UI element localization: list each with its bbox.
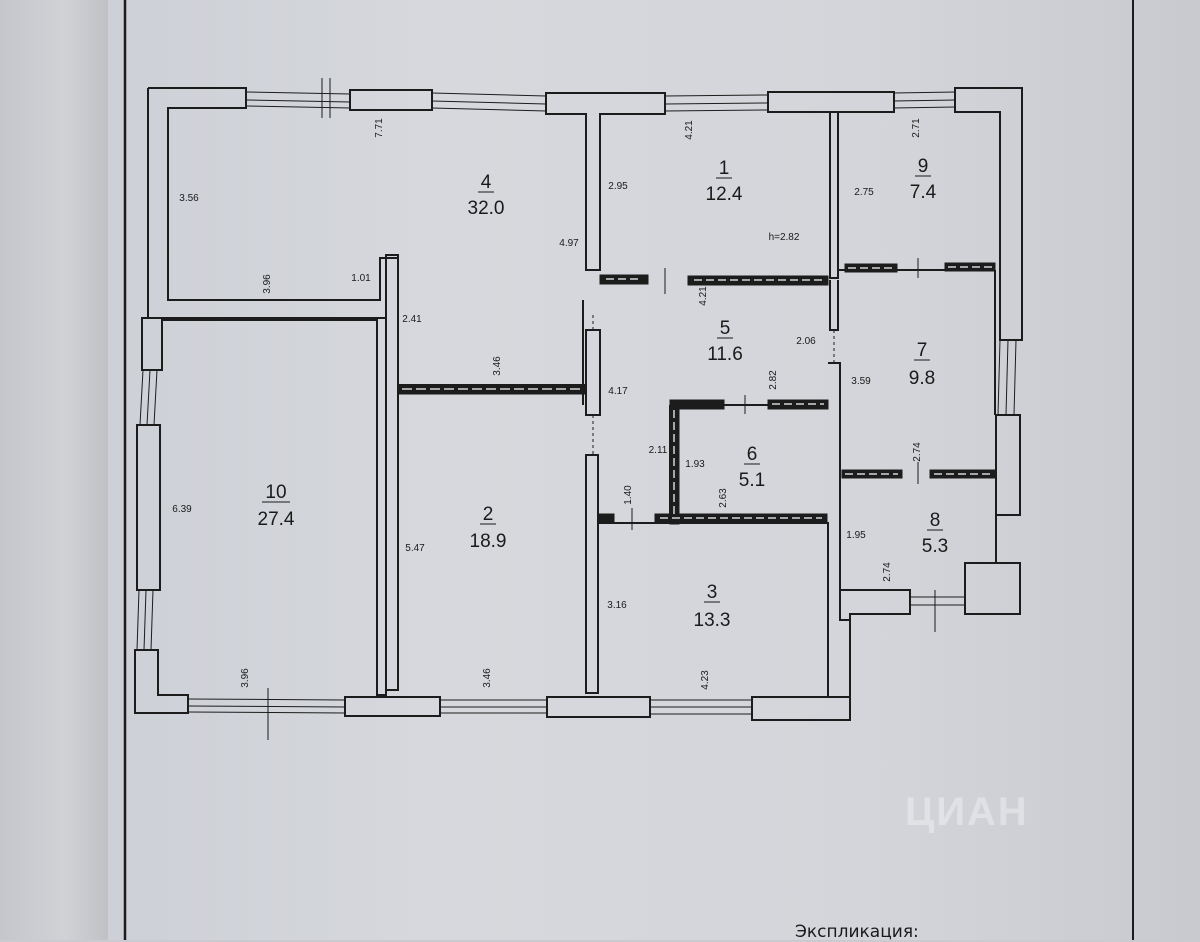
- room-6-area: 5.1: [739, 470, 765, 491]
- room-5-label: 511.6: [707, 318, 743, 365]
- dimension-labels: 7.71 3.56 4.97 3.96 1.01 4.21 2.95 h=2.8…: [172, 118, 923, 690]
- dimension-label: 3.59: [851, 376, 871, 387]
- dimension-label: 4.21: [684, 120, 695, 140]
- dimension-label: 3.96: [240, 668, 251, 688]
- door-openings: [267, 258, 936, 740]
- dimension-label: 6.39: [172, 504, 192, 515]
- room-4-area: 32.0: [468, 198, 505, 219]
- dimension-label: h=2.82: [769, 232, 800, 243]
- room-9-number: 9: [918, 156, 929, 177]
- watermark: ЦИАН: [905, 790, 1029, 834]
- room-4-label: 432.0: [468, 172, 505, 219]
- room-10-label: 10 27.4: [258, 482, 295, 530]
- dimension-label: 2.82: [768, 370, 779, 390]
- room-9-label: 97.4: [910, 156, 937, 203]
- dimension-label: 3.46: [492, 356, 503, 376]
- room-7-label: 79.8: [909, 340, 935, 389]
- room-1-area: 12.4: [706, 184, 743, 205]
- dimension-label: 1.01: [351, 273, 371, 284]
- dimension-label: 2.95: [608, 181, 628, 192]
- room-8-number: 8: [930, 510, 941, 531]
- dimension-label: 2.74: [912, 442, 923, 462]
- dimension-label: 2.11: [649, 445, 668, 456]
- dimension-label: 4.97: [559, 238, 579, 249]
- paper-margin: [0, 0, 108, 940]
- room-8-label: 85.3: [922, 510, 948, 557]
- dimension-label: 1.93: [685, 459, 705, 470]
- dimension-label: 5.47: [405, 543, 425, 554]
- room-5-area: 11.6: [707, 344, 743, 365]
- room-1-number: 1: [719, 158, 730, 179]
- dimension-label: 1.95: [846, 530, 866, 541]
- dimension-label: 2.63: [718, 488, 729, 508]
- room-1-label: 112.4: [706, 158, 743, 205]
- explication-caption: Экспликация:: [795, 922, 919, 942]
- room-4-number: 4: [481, 172, 492, 193]
- room-8-area: 5.3: [922, 536, 948, 557]
- hatch-marks: [402, 266, 992, 519]
- dimension-label: 2.71: [911, 118, 922, 138]
- room-7-area: 9.8: [909, 368, 935, 389]
- room-10-number: 10: [265, 482, 286, 503]
- dimension-label: 2.74: [882, 562, 893, 582]
- room-3-area: 13.3: [694, 610, 731, 631]
- room-9-area: 7.4: [910, 182, 937, 203]
- dimension-label: 4.17: [608, 386, 628, 397]
- room-6-label: 65.1: [739, 444, 765, 491]
- dimension-label: 2.75: [854, 187, 874, 198]
- dimension-label: 7.71: [374, 118, 385, 138]
- dimension-label: 3.16: [607, 600, 627, 611]
- dimension-label: 3.56: [179, 193, 199, 204]
- dimension-label: 3.46: [482, 668, 493, 688]
- room-3-number: 3: [707, 582, 718, 603]
- hatched-partitions: [397, 262, 996, 525]
- dimension-label: 4.21: [698, 286, 709, 306]
- room-3-label: 313.3: [694, 582, 731, 631]
- room-10-area: 27.4: [258, 509, 295, 530]
- windows: [136, 78, 1017, 715]
- room-2-label: 218.9: [470, 504, 507, 552]
- room-2-number: 2: [483, 504, 494, 525]
- outer-walls: [134, 87, 1023, 721]
- room-2-area: 18.9: [470, 531, 507, 552]
- dimension-label: 3.96: [262, 274, 273, 294]
- dimension-label: 2.41: [402, 314, 422, 325]
- room-6-number: 6: [747, 444, 758, 465]
- dimension-label: 2.06: [796, 336, 816, 347]
- plan-sheet: [108, 0, 1200, 940]
- room-7-number: 7: [917, 340, 928, 361]
- room-5-number: 5: [720, 318, 731, 339]
- dimension-label: 1.40: [623, 485, 634, 505]
- room-labels: 432.0 112.4 97.4 511.6 79.8 65.1 1027.4 …: [258, 156, 949, 631]
- dimension-label: 4.23: [700, 670, 711, 690]
